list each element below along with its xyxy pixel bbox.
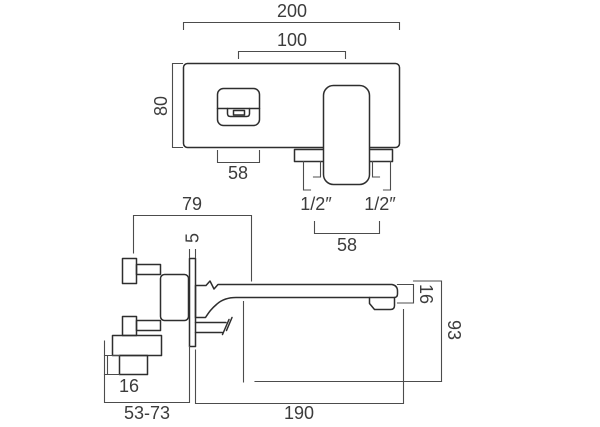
dim-overall-height: 93 xyxy=(412,280,464,383)
side-wall-plate xyxy=(188,257,197,348)
dim-spout-width-label: 58 xyxy=(228,163,248,183)
dim-fixing-centres-label: 100 xyxy=(277,30,307,50)
right-inlet-size-label: 1/2″ xyxy=(364,194,396,214)
dim-overall-width: 200 xyxy=(182,1,401,31)
front-aerator xyxy=(226,107,251,118)
front-handle xyxy=(322,84,371,186)
dim-body-depth-label: 79 xyxy=(182,194,202,214)
dim-plate-thickness: 5 xyxy=(183,233,203,259)
dim-spout-tip-height: 16 xyxy=(396,283,436,304)
dim-body-depth: 79 xyxy=(132,194,253,282)
side-view: 79 5 16 53-73 190 16 93 xyxy=(103,194,464,423)
left-inlet-size-label: 1/2″ xyxy=(300,194,332,214)
dim-inlet-centres: 58 xyxy=(313,220,381,255)
side-aerator xyxy=(368,296,396,311)
dim-spout-projection: 190 xyxy=(194,308,405,423)
dim-plate-height: 80 xyxy=(151,62,184,149)
side-valve-body xyxy=(111,257,190,376)
dim-inlet-centres-label: 58 xyxy=(337,235,357,255)
dim-lower-stub: 16 xyxy=(103,354,139,396)
dim-spout-width: 58 xyxy=(216,149,261,183)
side-inlet-band xyxy=(194,321,227,334)
dim-lower-stub-label: 16 xyxy=(119,376,139,396)
side-reference-lines xyxy=(242,300,443,383)
dim-fixing-centres: 100 xyxy=(237,30,347,60)
dim-recess-depth: 53-73 xyxy=(103,340,191,423)
dim-overall-width-label: 200 xyxy=(277,1,307,21)
front-spout xyxy=(216,87,261,127)
front-inlet-witness-lines xyxy=(302,160,392,191)
dim-plate-height-label: 80 xyxy=(151,96,171,116)
dim-overall-height-label: 93 xyxy=(444,320,464,340)
dim-spout-projection-label: 190 xyxy=(284,403,314,423)
front-view: 200 100 80 58 1/2″ 1/2″ 58 xyxy=(151,1,401,255)
side-spout xyxy=(194,280,399,336)
dim-spout-tip-height-label: 16 xyxy=(416,284,436,304)
side-break-mark xyxy=(221,316,233,336)
dim-recess-depth-label: 53-73 xyxy=(124,403,170,423)
dim-plate-thickness-label: 5 xyxy=(183,233,203,243)
